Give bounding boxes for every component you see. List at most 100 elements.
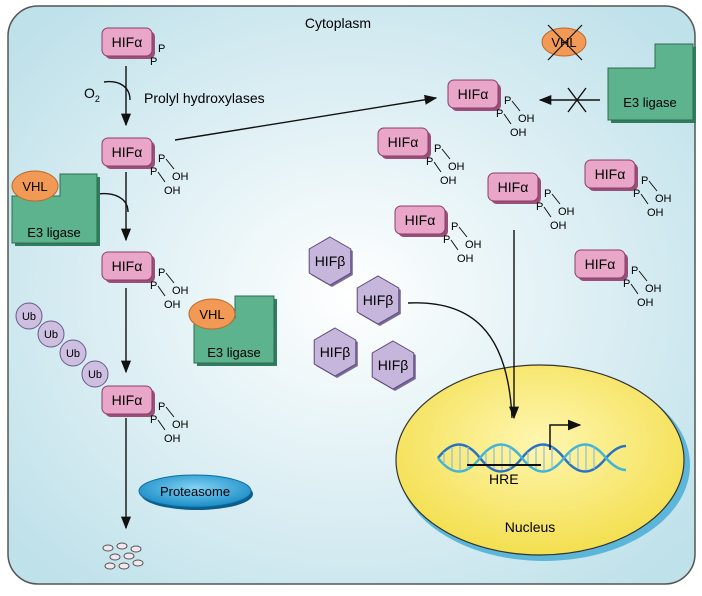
hydroxyl-label: OH: [448, 161, 465, 173]
hydroxyl-label: OH: [655, 193, 672, 205]
proline-p-label: P: [426, 156, 433, 168]
proline-p-label: P: [150, 414, 157, 426]
hif-alpha-label: HIFα: [595, 166, 626, 182]
proline-p-label: P: [504, 95, 511, 107]
degraded-peptides: [102, 542, 144, 570]
o2-curve: [103, 80, 131, 101]
hif-beta-molecule: HIFβ: [356, 275, 401, 326]
nucleus-label: Nucleus: [505, 519, 556, 535]
hydroxyl-label: OH: [645, 283, 662, 295]
svg-text:E3 ligase: E3 ligase: [623, 95, 676, 110]
svg-text:Ub: Ub: [88, 369, 102, 381]
vhl-middle: VHL: [188, 298, 236, 330]
hydroxyl-label: OH: [647, 207, 664, 219]
svg-text:VHL: VHL: [22, 179, 47, 194]
nucleus: [395, 364, 685, 556]
vhl-crossed: VHL: [541, 24, 587, 61]
proline-p-label: P: [544, 188, 551, 200]
hydroxyl-label: OH: [510, 127, 527, 139]
ubiquitin-chain: Ub Ub Ub Ub: [15, 302, 109, 388]
proline-p-label: P: [443, 234, 450, 246]
hif-alpha-label: HIFα: [585, 256, 616, 272]
proline-p-label: P: [150, 280, 157, 292]
hif-beta-molecule: HIFβ: [313, 327, 358, 378]
proline-p-label: P: [496, 108, 503, 120]
e3-ligase-middle: E3 ligase: [193, 295, 277, 366]
svg-text:Proteasome: Proteasome: [160, 484, 230, 499]
arrow-to-stable-hif: [174, 94, 438, 141]
proline-p-label: P: [150, 56, 157, 68]
hif-alpha-label: HIFα: [112, 258, 143, 274]
cytoplasm-label: Cytoplasm: [305, 15, 371, 31]
hif-alpha-label: HIFα: [112, 144, 143, 160]
proline-p-label: P: [633, 188, 640, 200]
svg-text:Ub: Ub: [44, 329, 58, 341]
hif-beta-label: HIFβ: [363, 292, 394, 308]
oxygen-label: O2: [84, 85, 100, 104]
proline-p-label: P: [451, 221, 458, 233]
hydroxyl-label: OH: [550, 220, 567, 232]
proline-p-label: P: [158, 153, 165, 165]
hre-label: HRE: [489, 471, 519, 487]
hydroxyl-label: OH: [164, 433, 181, 445]
proline-p-label: P: [434, 143, 441, 155]
hydroxyl-label: OH: [518, 113, 535, 125]
svg-text:VHL: VHL: [199, 307, 224, 322]
proline-p-label: P: [623, 278, 630, 290]
hydroxyl-label: OH: [558, 206, 575, 218]
hydroxyl-label: OH: [172, 419, 189, 431]
proline-p-label: P: [150, 166, 157, 178]
vhl-left: VHL: [11, 170, 59, 202]
hif-alpha-label: HIFα: [405, 212, 436, 228]
hif-alpha-label: HIFα: [112, 392, 143, 408]
block-cross-2: [567, 87, 587, 113]
proline-p-label: P: [536, 201, 543, 213]
hydroxyl-label: OH: [457, 253, 474, 265]
e3-ligase-left: E3 ligase: [11, 173, 100, 246]
hif-alpha-label: HIFα: [388, 134, 419, 150]
proline-p-label: P: [158, 267, 165, 279]
hif-beta-to-nucleus-arrow: [407, 302, 513, 419]
vhl-binding-curve: [97, 192, 129, 213]
prolyl-hydroxylases-label: Prolyl hydroxylases: [144, 90, 265, 106]
proline-p-label: P: [641, 175, 648, 187]
svg-text:VHL: VHL: [551, 35, 576, 50]
hif-alpha-label: HIFα: [458, 86, 489, 102]
hif-alpha-label: HIFα: [498, 179, 529, 195]
transcription-start-arrow: [549, 419, 582, 450]
hydroxyl-label: OH: [164, 299, 181, 311]
svg-text:Ub: Ub: [66, 348, 80, 360]
hydroxyl-label: OH: [172, 171, 189, 183]
proline-p-label: P: [158, 401, 165, 413]
proline-p-label: P: [631, 265, 638, 277]
hydroxyl-label: OH: [440, 175, 457, 187]
svg-text:E3 ligase: E3 ligase: [27, 225, 80, 240]
hif-beta-label: HIFβ: [315, 253, 346, 269]
hydroxyl-label: OH: [637, 297, 654, 309]
hydroxyl-label: OH: [172, 285, 189, 297]
hif-beta-label: HIFβ: [320, 344, 351, 360]
hydroxyl-label: OH: [465, 239, 482, 251]
svg-text:E3 ligase: E3 ligase: [207, 345, 260, 360]
hif-beta-molecule: HIFβ: [371, 340, 416, 391]
svg-text:Ub: Ub: [22, 311, 36, 323]
hif-beta-label: HIFβ: [378, 357, 409, 373]
hif-alpha-label: HIFα: [112, 34, 143, 50]
hif-beta-molecule: HIFβ: [308, 236, 353, 287]
proline-p-label: P: [158, 43, 165, 55]
hydroxyl-label: OH: [164, 185, 181, 197]
proteasome: Proteasome: [138, 474, 253, 510]
